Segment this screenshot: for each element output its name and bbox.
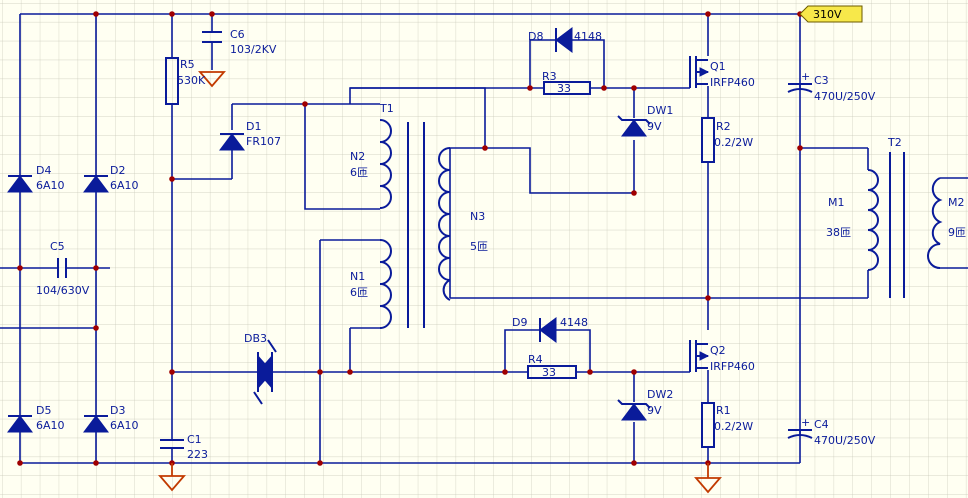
svg-text:4148: 4148: [560, 316, 588, 329]
svg-text:D9: D9: [512, 316, 527, 329]
svg-text:4148: 4148: [574, 30, 602, 43]
resistor-r5: R5 530K: [165, 57, 206, 105]
capacitor-c5: C5 104/630V: [36, 240, 90, 297]
coil-n1: N1 6匝: [350, 239, 392, 329]
svg-text:D2: D2: [110, 164, 125, 177]
svg-text:530K: 530K: [177, 74, 206, 87]
coil-m1: M1 38匝: [826, 169, 879, 298]
svg-text:9匝: 9匝: [948, 226, 966, 239]
svg-text:D4: D4: [36, 164, 51, 177]
svg-text:Q2: Q2: [710, 344, 726, 357]
svg-text:C3: C3: [814, 74, 829, 87]
svg-text:310V: 310V: [813, 8, 842, 21]
svg-text:104/630V: 104/630V: [36, 284, 90, 297]
svg-text:+: +: [801, 70, 810, 83]
svg-text:D1: D1: [246, 120, 261, 133]
svg-text:9V: 9V: [647, 404, 662, 417]
svg-text:6匝: 6匝: [350, 166, 368, 179]
diode-d5: D5 6A10: [7, 404, 65, 433]
diac-db3: DB3: [244, 332, 277, 405]
diode-d9: D9 4148: [512, 316, 588, 343]
zener-dw1: DW1 9V: [617, 104, 673, 137]
svg-text:IRFP460: IRFP460: [710, 76, 755, 89]
svg-text:D8: D8: [528, 30, 543, 43]
svg-text:6A10: 6A10: [36, 419, 65, 432]
svg-text:6A10: 6A10: [110, 179, 139, 192]
mosfet-q1: Q1 IRFP460: [689, 56, 755, 89]
resistor-r3: R3 33: [542, 70, 591, 95]
svg-text:33: 33: [542, 366, 556, 379]
transformer-t1: T1: [379, 102, 425, 328]
svg-text:M2: M2: [948, 196, 965, 209]
svg-text:38匝: 38匝: [826, 226, 851, 239]
svg-text:R4: R4: [528, 353, 543, 366]
svg-text:N3: N3: [470, 210, 485, 223]
svg-text:223: 223: [187, 448, 208, 461]
svg-text:6匝: 6匝: [350, 286, 368, 299]
svg-text:470U/250V: 470U/250V: [814, 90, 876, 103]
diode-d8: D8 4148: [528, 27, 602, 53]
capacitor-c6: C6 103/2KV: [202, 28, 277, 56]
diode-d4: D4 6A10: [7, 164, 65, 193]
svg-text:D3: D3: [110, 404, 125, 417]
svg-text:C1: C1: [187, 433, 202, 446]
svg-text:DW1: DW1: [647, 104, 673, 117]
diode-d1: D1 FR107: [219, 120, 281, 151]
svg-text:6A10: 6A10: [36, 179, 65, 192]
svg-text:+: +: [801, 416, 810, 429]
svg-text:DW2: DW2: [647, 388, 673, 401]
svg-text:Q1: Q1: [710, 60, 726, 73]
svg-text:5匝: 5匝: [470, 240, 488, 253]
svg-text:103/2KV: 103/2KV: [230, 43, 277, 56]
mosfet-q2: Q2 IRFP460: [689, 340, 755, 373]
svg-text:R1: R1: [716, 404, 731, 417]
capacitor-c1: C1 223: [160, 433, 208, 461]
svg-text:R2: R2: [716, 120, 731, 133]
electrolytic-c3: + C3 470U/250V: [787, 70, 876, 103]
svg-text:T1: T1: [379, 102, 394, 115]
svg-text:T2: T2: [887, 136, 902, 149]
svg-text:0.2/2W: 0.2/2W: [714, 420, 753, 433]
transformer-t2: T2: [887, 136, 905, 298]
svg-text:M1: M1: [828, 196, 845, 209]
diode-d3: D3 6A10: [83, 404, 139, 433]
ground-symbol: [198, 71, 226, 88]
coil-n3: N3 5匝: [438, 147, 488, 301]
svg-text:6A10: 6A10: [110, 419, 139, 432]
coil-m2: M2 9匝: [927, 177, 966, 269]
svg-text:N2: N2: [350, 150, 365, 163]
diode-d2: D2 6A10: [83, 164, 139, 193]
svg-text:9V: 9V: [647, 120, 662, 133]
svg-text:C6: C6: [230, 28, 245, 41]
svg-text:N1: N1: [350, 270, 365, 283]
svg-text:FR107: FR107: [246, 135, 281, 148]
svg-text:0.2/2W: 0.2/2W: [714, 136, 753, 149]
svg-text:C4: C4: [814, 418, 829, 431]
svg-text:C5: C5: [50, 240, 65, 253]
svg-text:R3: R3: [542, 70, 557, 83]
svg-text:33: 33: [557, 82, 571, 95]
svg-text:DB3: DB3: [244, 332, 267, 345]
rail-label-310v: 310V: [799, 5, 863, 23]
electrolytic-c4: + C4 470U/250V: [787, 416, 876, 447]
coil-n2: N2 6匝: [350, 119, 392, 209]
resistor-r2: R2 0.2/2W: [701, 117, 753, 163]
resistor-r4: R4 33: [527, 353, 577, 379]
svg-text:R5: R5: [180, 58, 195, 71]
svg-text:470U/250V: 470U/250V: [814, 434, 876, 447]
ground-symbol: [694, 463, 722, 494]
zener-dw2: DW2 9V: [617, 388, 673, 421]
svg-text:IRFP460: IRFP460: [710, 360, 755, 373]
svg-text:D5: D5: [36, 404, 51, 417]
ground-symbol: [158, 463, 186, 492]
resistor-r1: R1 0.2/2W: [701, 402, 753, 448]
